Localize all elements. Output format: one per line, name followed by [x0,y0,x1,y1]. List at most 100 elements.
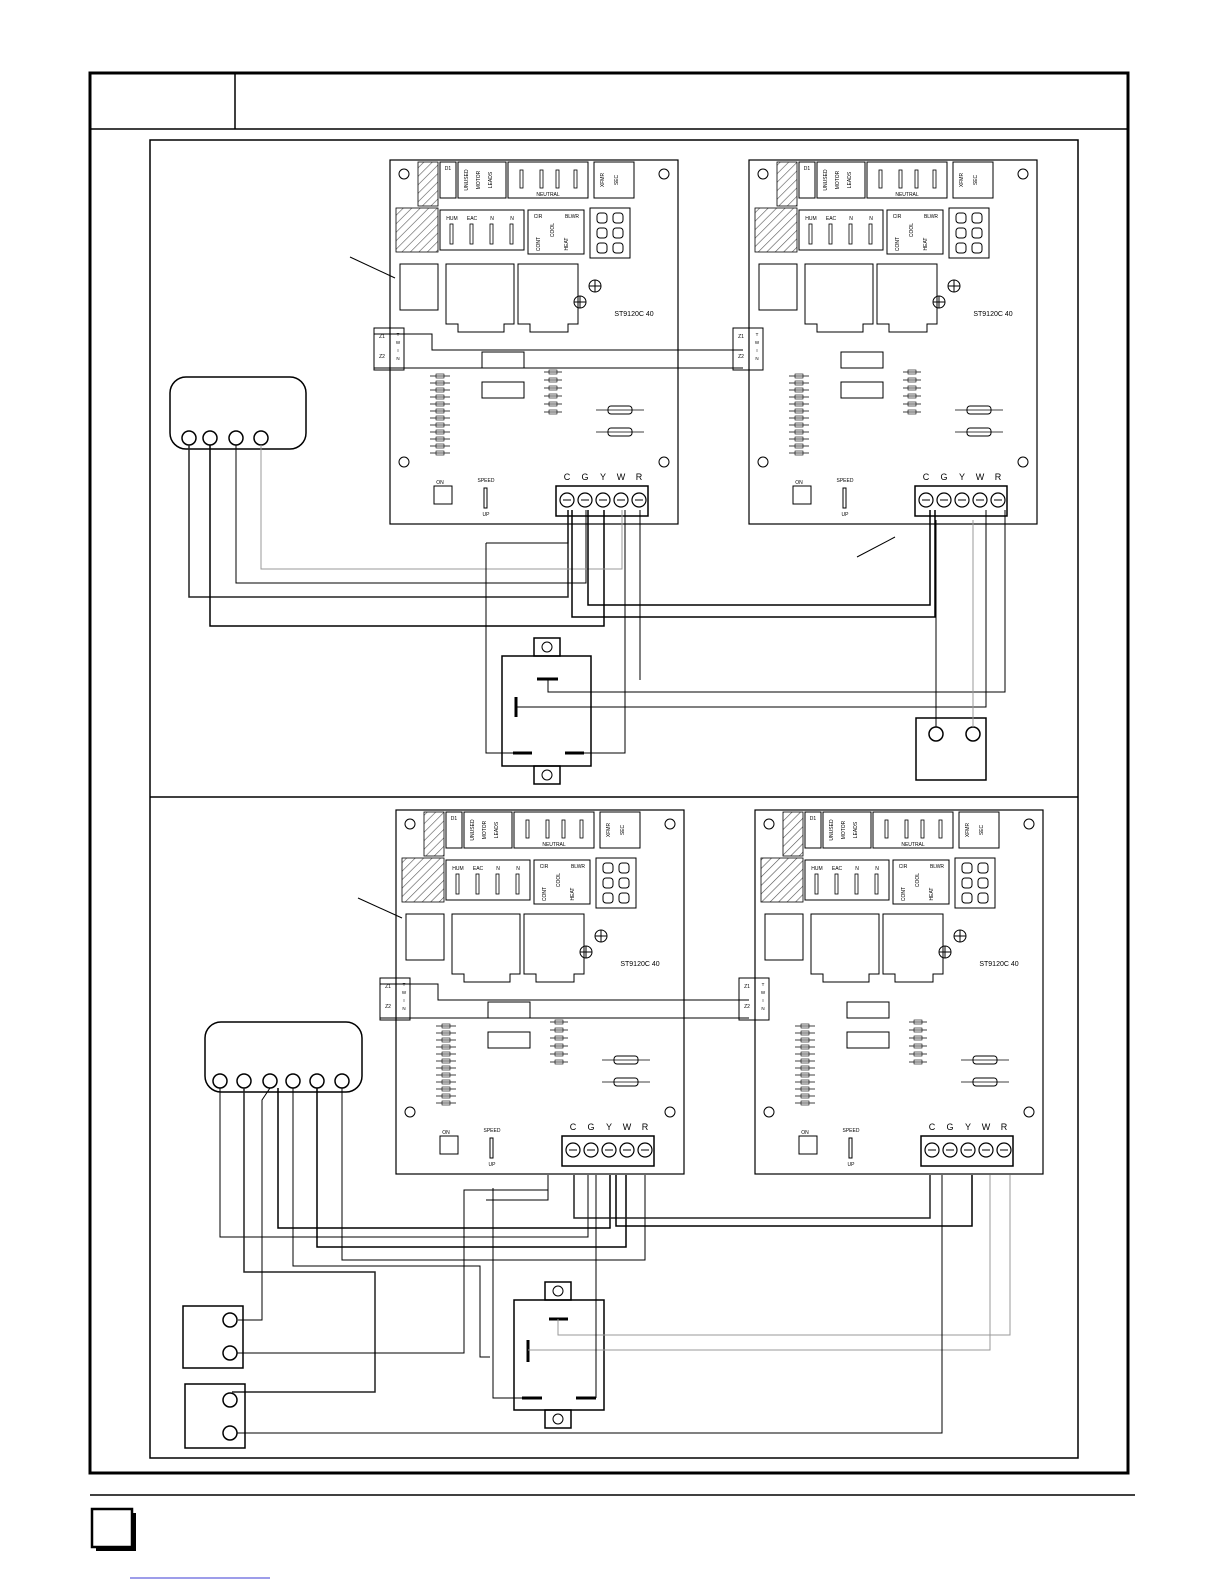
pin [469,223,474,245]
label-n: N [490,216,494,222]
thermostat-terminal [236,1073,252,1089]
label-cir: CIR [899,864,908,870]
thermostat-terminal [262,1073,278,1089]
twin-cable [380,983,749,1001]
relay-mount-hole [552,1285,564,1297]
label-n: N [516,866,520,872]
label-eac: EAC [467,216,478,222]
label-n: N [496,866,500,872]
pin [573,169,578,189]
label-up: UP [848,1162,856,1168]
label-d1: D1 [451,816,458,822]
resistor [800,1058,810,1064]
terminal-label-y: Y [959,472,965,482]
connector-block [798,209,884,251]
resistor [554,1051,564,1057]
terminal-label-r: R [642,1122,649,1132]
label-twin: N [755,356,758,361]
hatched-connector [754,207,798,253]
resistor [435,422,445,428]
label-sec: SEC [620,824,626,835]
terminal-screw [637,1142,653,1158]
plug-pin [602,862,614,874]
resistor [800,1044,810,1050]
label-hum: HUM [811,866,822,872]
label-cont: CONT [542,887,548,901]
label-z2: Z2 [379,354,385,360]
plug-pin [612,212,624,224]
hatched-connector [395,207,439,253]
terminal-label-g: G [587,1122,594,1132]
resistor [607,427,633,437]
pin [914,169,919,189]
resistor [435,394,445,400]
plug-pin [955,227,967,239]
wire [486,1175,549,1201]
resistor [435,436,445,442]
label-xfmr: XFMR [606,823,612,838]
resistor [794,436,804,442]
relay-body [451,913,521,983]
label-eac: EAC [826,216,837,222]
resistor [607,405,633,415]
label-up: UP [489,1162,497,1168]
label-heat: HEAT [570,888,576,901]
thermostat-top [169,376,307,450]
relay-square [399,263,439,311]
wire [238,1087,271,1321]
thermostat-terminal [228,430,244,446]
pin [828,223,833,245]
terminal-screw [918,492,934,508]
label-unused: UNUSED [470,819,476,841]
mount-hole [757,456,769,468]
terminal-label-y: Y [606,1122,612,1132]
resistor [548,393,558,399]
label-heat: HEAT [923,238,929,251]
hatched-connector [760,857,804,903]
relay-tab [544,1409,572,1429]
resistor [435,380,445,386]
connector-block [798,161,816,199]
resistor [794,394,804,400]
mount-hole [1017,168,1029,180]
resistor [435,408,445,414]
label-motor: MOTOR [482,820,488,839]
thermostat-terminal [212,1073,228,1089]
label-cir: CIR [540,864,549,870]
relay-mount-hole [552,1413,564,1425]
plug-pin [602,892,614,904]
terminal-screw [924,1142,940,1158]
label-hum: HUM [805,216,816,222]
relay-square [764,913,804,961]
resistor [435,450,445,456]
label-neutral: NEUTRAL [536,192,560,198]
resistor [441,1044,451,1050]
terminal-screw [619,1142,635,1158]
mount-hole [404,818,416,830]
resistor [441,1030,451,1036]
plug-pin [612,242,624,254]
board-model: ST9120C 40 [620,961,659,968]
terminal-screw [936,492,952,508]
plug-pin [618,892,630,904]
pin [455,873,460,895]
relay-tab [533,637,561,657]
resistor [800,1065,810,1071]
plug-pin [602,877,614,889]
connector-block [593,161,635,199]
terminal-label-g: G [581,472,588,482]
label-unused: UNUSED [823,169,829,191]
pin [525,819,530,839]
board-model: ST9120C 40 [614,311,653,318]
label-dip-on: ON [442,1130,450,1136]
label-twin: W [761,990,766,995]
resistor [441,1058,451,1064]
pin [868,223,873,245]
pin [519,169,524,189]
pin [834,873,839,895]
resistor [441,1051,451,1057]
terminal-label-r: R [995,472,1002,482]
label-dip-on: ON [795,480,803,486]
label-twin: N [761,1006,764,1011]
